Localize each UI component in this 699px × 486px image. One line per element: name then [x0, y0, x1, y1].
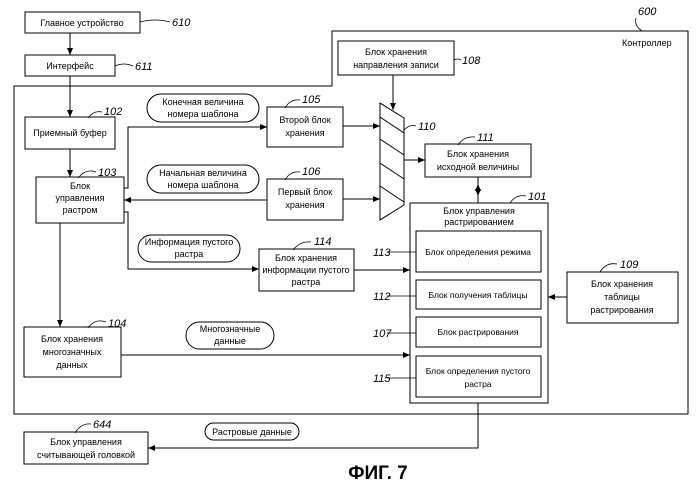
svg-text:направления записи: направления записи: [353, 60, 439, 70]
multivalue-storage-ref: 104: [108, 318, 126, 330]
svg-text:Информация пустого: Информация пустого: [145, 237, 234, 247]
multiplexer-shape: [380, 103, 404, 220]
first-storage-ref: 106: [302, 166, 321, 178]
svg-text:данных: данных: [56, 360, 88, 370]
rasterizer-ref: 107: [373, 328, 392, 340]
recording-direction-block: Блок хранения направления записи: [338, 41, 454, 75]
raster-control-block: Блок управления растром: [36, 177, 124, 223]
table-acquisition-ref: 112: [373, 291, 391, 303]
table-acquisition-block: Блок получения таблицы: [416, 280, 541, 309]
interface-block: Интерфейс: [25, 55, 115, 76]
empty-raster-info-ref: 114: [314, 236, 332, 248]
svg-text:Блок управления: Блок управления: [50, 437, 122, 447]
second-storage-block: Второй блок хранения: [267, 107, 343, 147]
svg-text:растра: растра: [175, 249, 204, 259]
source-value-ref: 111: [477, 132, 494, 144]
head-control-block: Блок управления считывающей головкой: [24, 432, 148, 464]
svg-text:многозначных: многозначных: [43, 347, 102, 357]
rasterizer-block: Блок растрирования: [416, 317, 541, 347]
svg-text:Многозначные: Многозначные: [200, 324, 261, 334]
signal-start-pattern: Начальная величина номера шаблона: [147, 165, 259, 193]
svg-text:Блок растрирования: Блок растрирования: [437, 327, 518, 337]
receive-buffer-ref: 102: [104, 106, 122, 118]
empty-raster-detection-block: Блок определения пустого растра: [416, 356, 541, 397]
signal-raster-data: Растровые данные: [205, 423, 299, 440]
empty-raster-info-block: Блок хранения информации пустого растра: [259, 249, 354, 291]
svg-text:растра: растра: [464, 379, 491, 389]
svg-text:растром: растром: [63, 205, 98, 215]
svg-text:Блок получения таблицы: Блок получения таблицы: [429, 290, 528, 300]
svg-text:считывающей головкой: считывающей головкой: [37, 450, 135, 460]
head-control-ref: 644: [93, 419, 111, 431]
svg-text:Главное устройство: Главное устройство: [40, 18, 123, 28]
figure-label: ФИГ. 7: [348, 463, 407, 484]
svg-text:хранения: хранения: [285, 200, 324, 210]
svg-text:данные: данные: [214, 336, 246, 346]
svg-text:Блок хранения: Блок хранения: [275, 253, 337, 263]
svg-text:Блок хранения: Блок хранения: [591, 279, 653, 289]
receive-buffer-block: Приемный буфер: [25, 117, 115, 149]
signal-multivalue-data: Многозначные данные: [186, 322, 274, 349]
interface-ref: 611: [135, 61, 153, 73]
second-storage-ref: 105: [302, 94, 321, 106]
source-value-block: Блок хранения исходной величины: [425, 144, 531, 177]
multivalue-storage-block: Блок хранения многозначных данных: [24, 327, 121, 377]
svg-text:Первый блок: Первый блок: [278, 187, 332, 197]
svg-text:Блок хранения: Блок хранения: [365, 47, 427, 57]
svg-text:исходной величины: исходной величины: [437, 162, 519, 172]
svg-text:Второй блок: Второй блок: [279, 115, 330, 125]
svg-text:Блок: Блок: [70, 181, 90, 191]
svg-text:информации пустого: информации пустого: [262, 265, 349, 275]
controller-ref: 600: [638, 6, 657, 18]
svg-text:Конечная величина: Конечная величина: [162, 97, 243, 107]
svg-text:хранения: хранения: [285, 128, 324, 138]
svg-text:растрированием: растрированием: [444, 217, 514, 227]
svg-text:Блок хранения: Блок хранения: [41, 334, 103, 344]
svg-text:номера шаблона: номера шаблона: [168, 109, 239, 119]
svg-text:номера шаблона: номера шаблона: [168, 180, 239, 190]
rasterization-table-block: Блок хранения таблицы растрирования: [567, 272, 678, 323]
svg-text:Интерфейс: Интерфейс: [46, 61, 94, 71]
multiplexer-ref: 110: [418, 121, 436, 133]
mode-detection-block: Блок определения режима: [416, 231, 541, 272]
empty-raster-detection-ref: 115: [373, 373, 391, 385]
mode-detection-ref: 113: [373, 247, 391, 259]
signal-empty-raster-info: Информация пустого растра: [138, 235, 240, 262]
svg-text:управления: управления: [55, 193, 104, 203]
host-device-ref: 610: [172, 17, 191, 29]
svg-text:Блок определения пустого: Блок определения пустого: [426, 366, 531, 376]
svg-text:Блок определения режима: Блок определения режима: [425, 247, 531, 257]
controller-label: Контроллер: [622, 38, 672, 48]
svg-text:таблицы: таблицы: [604, 292, 640, 302]
signal-end-pattern: Конечная величина номера шаблона: [147, 94, 259, 122]
svg-text:Блок управления: Блок управления: [443, 206, 515, 216]
first-storage-block: Первый блок хранения: [267, 179, 343, 220]
rasterization-control-ref: 101: [528, 191, 546, 203]
svg-text:растрирования: растрирования: [590, 305, 653, 315]
svg-text:Растровые данные: Растровые данные: [212, 427, 292, 437]
host-device-block: Главное устройство: [25, 12, 140, 33]
svg-text:растра: растра: [292, 277, 321, 287]
rasterization-table-ref: 109: [620, 259, 638, 271]
svg-text:Начальная величина: Начальная величина: [159, 168, 247, 178]
recording-direction-ref: 108: [462, 55, 481, 67]
arrow-rasterization-head: [148, 403, 478, 448]
svg-text:Блок хранения: Блок хранения: [447, 149, 509, 159]
svg-text:Приемный буфер: Приемный буфер: [33, 128, 106, 138]
raster-control-ref: 103: [98, 167, 117, 179]
